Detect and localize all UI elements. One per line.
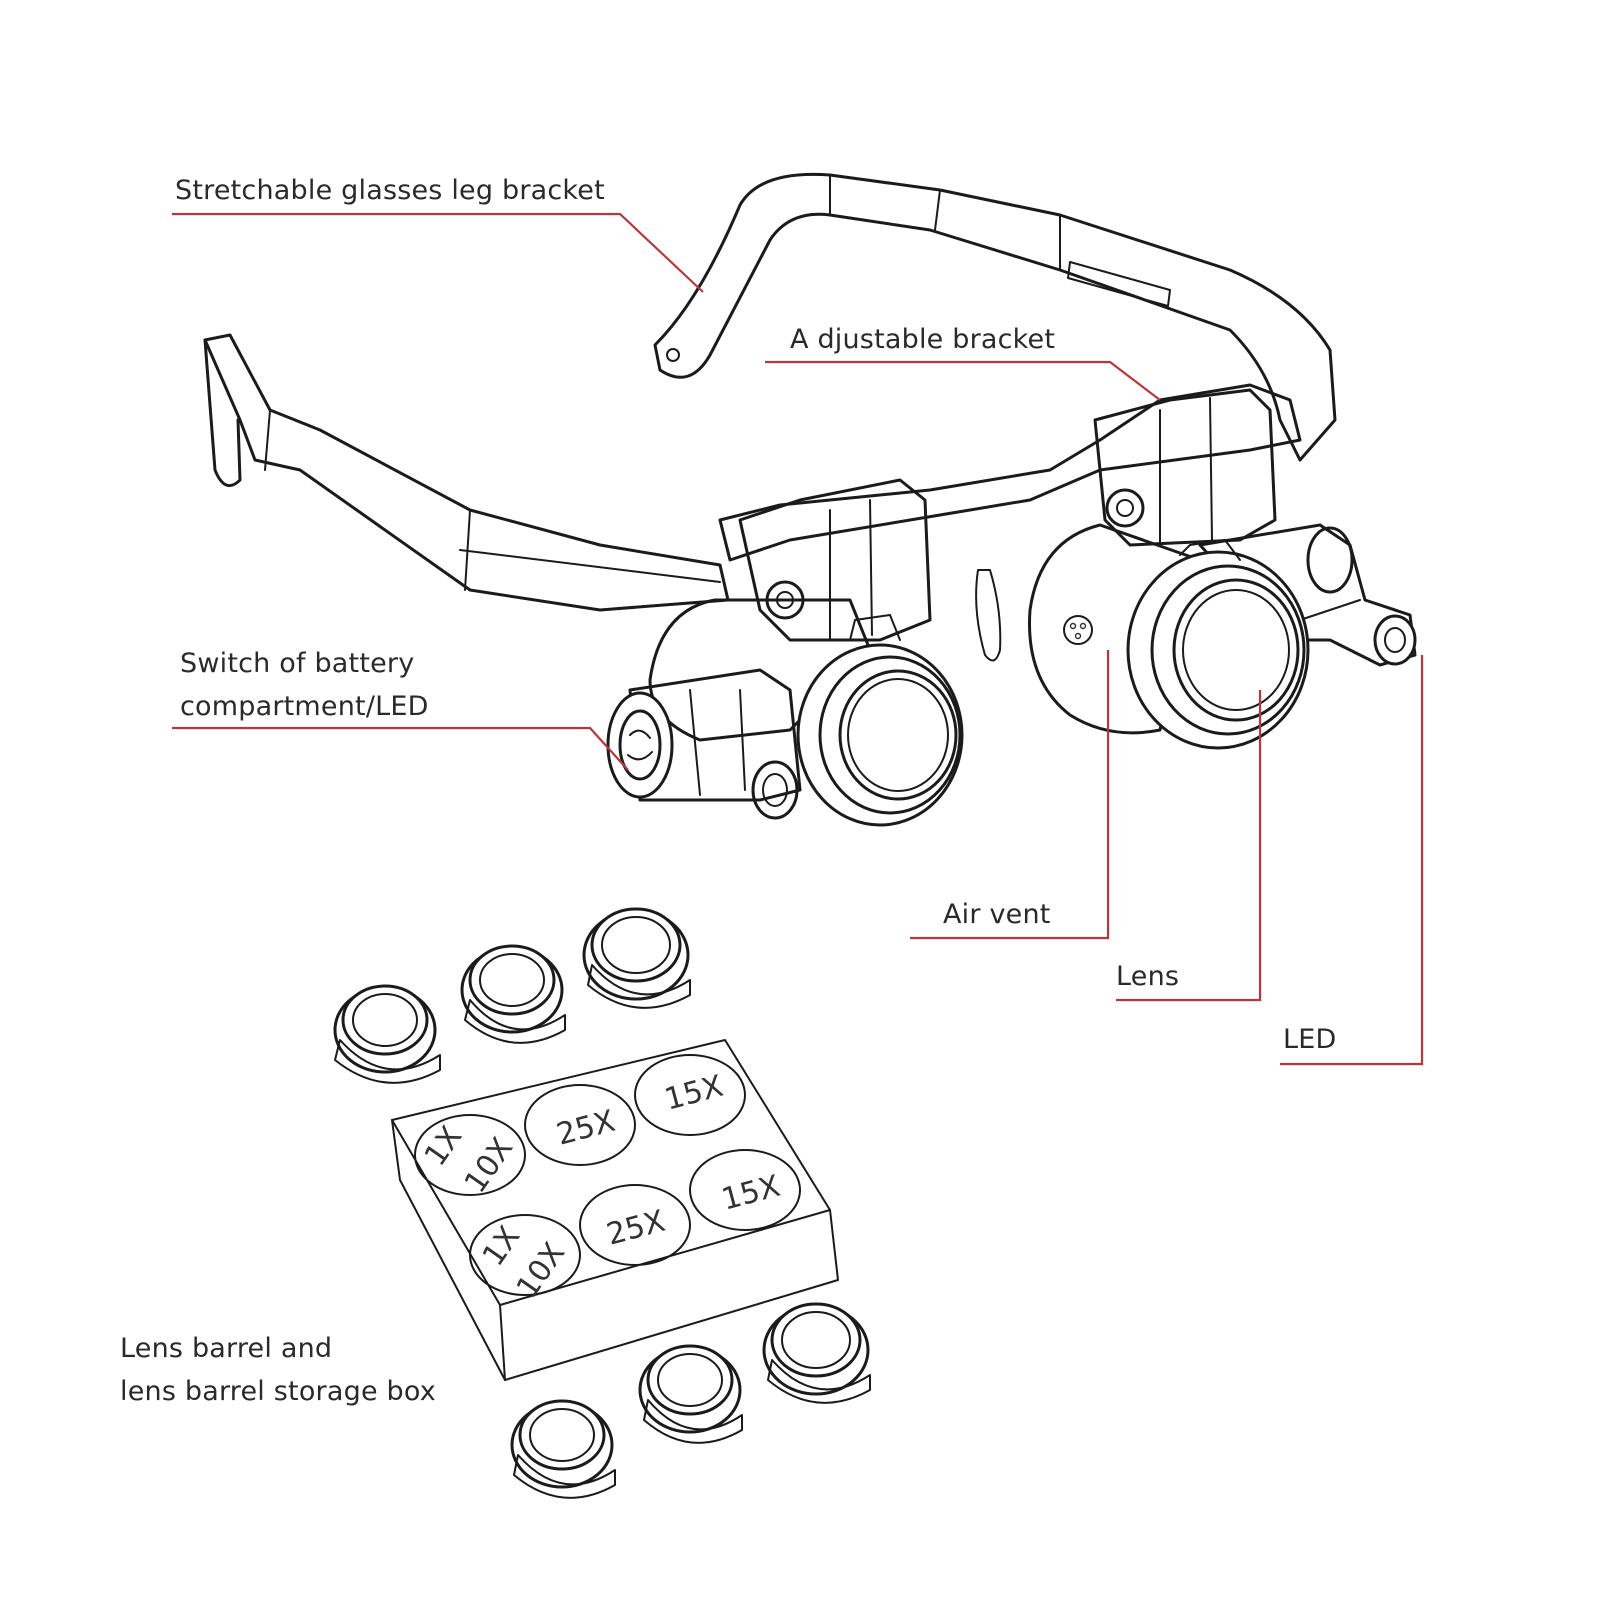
leader-leg-bracket (172, 212, 704, 293)
barrel-top-1 (333, 984, 441, 1084)
right-temple-arm (653, 172, 1337, 462)
leader-air-vent (910, 650, 1110, 940)
callout-lens: Lens (1116, 955, 1179, 998)
leader-lines (172, 212, 1424, 1066)
left-temple-tip (203, 338, 242, 488)
callout-text: LED (1283, 1024, 1337, 1055)
callout-text-line2: compartment/LED (180, 691, 429, 722)
leader-adjustable-bracket (765, 360, 1161, 401)
loose-lens-barrels (333, 907, 871, 1499)
leader-lens (1116, 690, 1262, 1002)
callout-led: LED (1283, 1018, 1337, 1061)
tray-slot-label: 15X (718, 1169, 784, 1218)
leader-led (1280, 655, 1424, 1066)
callout-text: Stretchable glasses leg bracket (175, 175, 605, 206)
nose-pad (975, 569, 1002, 662)
callout-air-vent: Air vent (943, 893, 1051, 936)
right-eyecup (1028, 523, 1202, 735)
left-eyecup (648, 598, 872, 742)
left-temple-arm (203, 333, 730, 612)
stretch-slot (1067, 261, 1171, 307)
brow-bar (718, 383, 1302, 562)
barrel-bottom-3 (762, 1302, 871, 1404)
callout-text-line1: Lens barrel and (120, 1333, 333, 1364)
tray-slot-label: 15X (661, 1069, 727, 1118)
left-lens-barrel (796, 614, 964, 827)
air-vent-holes (1063, 615, 1093, 645)
callout-text: Lens (1116, 961, 1180, 992)
callout-adjustable-bracket: A djustable bracket (790, 318, 1055, 361)
tray-slot-label: 1X (418, 1120, 469, 1173)
callout-text: A djustable bracket (790, 324, 1056, 355)
callout-text-line2: lens barrel storage box (120, 1376, 436, 1407)
right-lens-barrel (1126, 539, 1310, 750)
tray-slot-label: 25X (603, 1204, 669, 1253)
callout-switch-battery: Switch of battery compartment/LED (180, 642, 429, 728)
barrel-bottom-2 (638, 1344, 743, 1444)
callout-leg-bracket: Stretchable glasses leg bracket (175, 169, 605, 212)
barrel-top-2 (460, 944, 566, 1044)
barrel-bottom-1 (510, 1399, 616, 1499)
leader-switch (172, 726, 629, 771)
callout-lens-barrel: Lens barrel and lens barrel storage box (120, 1327, 436, 1413)
callout-text-line1: Switch of battery (180, 648, 415, 679)
left-bracket-housing (738, 478, 932, 642)
callout-text: Air vent (943, 899, 1051, 930)
tray-slot-label: 25X (553, 1104, 619, 1153)
barrel-top-3 (582, 907, 691, 1009)
glasses-illustration (203, 172, 1417, 827)
left-led-module (606, 668, 802, 820)
